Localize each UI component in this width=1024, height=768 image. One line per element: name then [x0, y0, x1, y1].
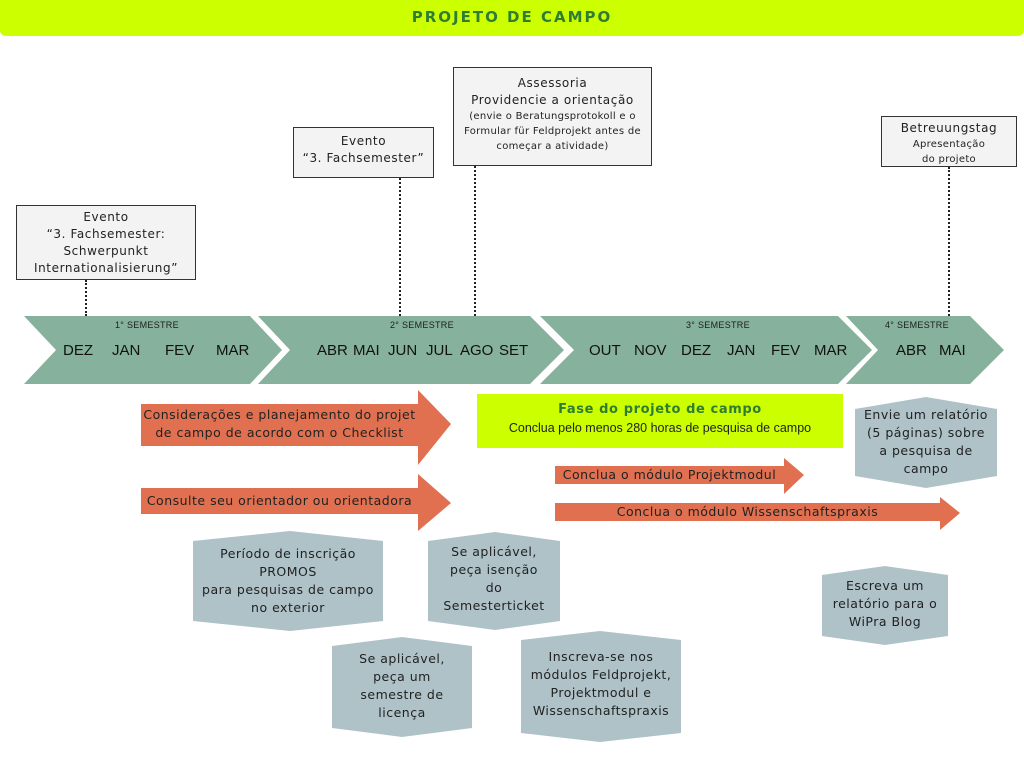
semester-3-label: 3° SEMESTRE: [686, 320, 750, 330]
event-1-connector: [85, 280, 87, 316]
month-label: ABR: [896, 342, 927, 359]
event-1-line-2: “3. Fachsemester:: [46, 227, 166, 241]
semester-1-label: 1° SEMESTRE: [115, 320, 179, 330]
blog-line-3: WiPra Blog: [848, 614, 922, 629]
semesterticket-line-3: do: [485, 580, 503, 595]
event-3-line-2: Providencie a orientação: [471, 93, 634, 107]
semester-4-chevron: [846, 316, 1004, 384]
promos-hexagon: [193, 531, 383, 631]
month-label: ABR: [317, 342, 348, 359]
event-3-small-2: Formular für Feldprojekt antes de: [464, 126, 641, 137]
event-3-small-3: começar a atividade): [496, 141, 609, 152]
semesterticket-hexagon: [428, 532, 560, 630]
report-line-2: (5 páginas) sobre: [867, 425, 985, 440]
projektmodul-arrow: [555, 458, 804, 494]
report-line-1: Envie um relatório: [864, 407, 988, 422]
page-title: PROJETO DE CAMPO: [411, 8, 613, 26]
event-box-4: Betreuungstag Apresentação do projeto: [881, 116, 1017, 167]
month-label: DEZ: [63, 342, 93, 359]
semester-1-chevron: [24, 316, 282, 384]
promos-line-2: PROMOS: [259, 564, 317, 579]
month-label: MAR: [216, 342, 250, 359]
promos-line-4: no exterior: [251, 600, 325, 615]
promos-line-3: para pesquisas de campo: [202, 582, 374, 597]
month-label: FEV: [165, 342, 195, 359]
considerations-line-2: de campo de acordo com o Checklist: [155, 425, 404, 440]
leave-hexagon: [332, 637, 472, 737]
semester-4-label: 4° SEMESTRE: [885, 320, 949, 330]
event-2-line-1: Evento: [340, 134, 387, 148]
month-label: JAN: [112, 342, 141, 359]
month-label: MAI: [939, 342, 966, 359]
semester-2-chevron: [258, 316, 564, 384]
event-box-3: Assessoria Providencie a orientação (env…: [453, 67, 652, 166]
blog-text: Escreva um relatório para o WiPra Blog: [822, 577, 948, 631]
considerations-line-1: Considerações e planejamento do projet: [143, 407, 416, 422]
event-2-line-2: “3. Fachsemester”: [302, 151, 425, 165]
event-4-small-1: Apresentação: [912, 139, 986, 150]
phase-subtitle: Conclua pelo menos 280 horas de pesquisa…: [508, 421, 812, 435]
report-line-3: a pesquisa de: [879, 443, 973, 458]
semesterticket-line-4: Semesterticket: [443, 598, 545, 613]
event-2-connector: [399, 178, 401, 316]
enroll-line-1: Inscreva-se nos: [548, 649, 654, 664]
considerations-text: Considerações e planejamento do projet d…: [141, 406, 418, 442]
enroll-line-2: módulos Feldprojekt,: [530, 667, 672, 682]
blog-line-2: relatório para o: [832, 596, 938, 611]
promos-line-1: Período de inscrição: [220, 546, 356, 561]
enroll-hexagon: [521, 631, 681, 742]
event-4-connector: [948, 167, 950, 316]
semesterticket-line-2: peça isenção: [450, 562, 538, 577]
month-label: AGO: [460, 342, 494, 359]
event-3-line-1: Assessoria: [517, 76, 588, 90]
report-line-4: campo: [903, 461, 949, 476]
consult-text: Consulte seu orientador ou orientadora: [146, 493, 413, 508]
leave-line-1: Se aplicável,: [359, 651, 445, 666]
projektmodul-text: Conclua o módulo Projektmodul: [562, 467, 777, 482]
month-label: FEV: [771, 342, 801, 359]
enroll-line-3: Projektmodul e: [550, 685, 652, 700]
event-1-line-4: Internationalisierung”: [33, 261, 179, 275]
leave-line-4: licença: [378, 705, 426, 720]
leave-text: Se aplicável, peça um semestre de licenç…: [332, 650, 472, 722]
month-label: SET: [499, 342, 529, 359]
phase-title: Fase do projeto de campo: [558, 402, 762, 417]
semesterticket-line-1: Se aplicável,: [451, 544, 537, 559]
semester-3-chevron: [540, 316, 872, 384]
event-box-2: Evento “3. Fachsemester”: [293, 127, 434, 178]
enroll-text: Inscreva-se nos módulos Feldprojekt, Pro…: [521, 648, 681, 720]
blog-hexagon: [822, 566, 948, 645]
event-4-line-1: Betreuungstag: [900, 121, 998, 135]
phase-box: Fase do projeto de campo Conclua pelo me…: [477, 394, 843, 448]
leave-line-2: peça um: [373, 669, 431, 684]
month-label: DEZ: [681, 342, 711, 359]
event-1-line-1: Evento: [83, 210, 129, 224]
month-label: NOV: [634, 342, 667, 359]
consult-arrow: [141, 474, 451, 531]
month-label: MAI: [353, 342, 380, 359]
semesterticket-text: Se aplicável, peça isenção do Semesterti…: [428, 543, 560, 615]
blog-line-1: Escreva um: [846, 578, 924, 593]
month-label: JAN: [727, 342, 756, 359]
wissenschaftspraxis-text: Conclua o módulo Wissenschaftspraxis: [616, 504, 879, 519]
considerations-arrow: [141, 390, 451, 465]
month-label: JUL: [426, 342, 453, 359]
event-4-small-2: do projeto: [922, 154, 976, 165]
event-box-1: Evento “3. Fachsemester: Schwerpunkt Int…: [16, 205, 196, 280]
event-3-connector: [474, 166, 476, 316]
semester-2-label: 2° SEMESTRE: [390, 320, 454, 330]
month-label: JUN: [388, 342, 418, 359]
report-hexagon: [855, 397, 997, 488]
leave-line-3: semestre de: [360, 687, 444, 702]
title-bar: PROJETO DE CAMPO: [0, 0, 1024, 36]
event-3-small-1: (envie o Beratungsprotokoll e o: [469, 111, 636, 122]
event-1-line-3: Schwerpunkt: [63, 244, 149, 258]
promos-text: Período de inscrição PROMOS para pesquis…: [193, 545, 383, 617]
wissenschaftspraxis-arrow: [555, 497, 960, 530]
month-label: MAR: [814, 342, 848, 359]
month-label: OUT: [589, 342, 621, 359]
report-text: Envie um relatório (5 páginas) sobre a p…: [855, 406, 997, 478]
enroll-line-4: Wissenschaftspraxis: [532, 703, 670, 718]
